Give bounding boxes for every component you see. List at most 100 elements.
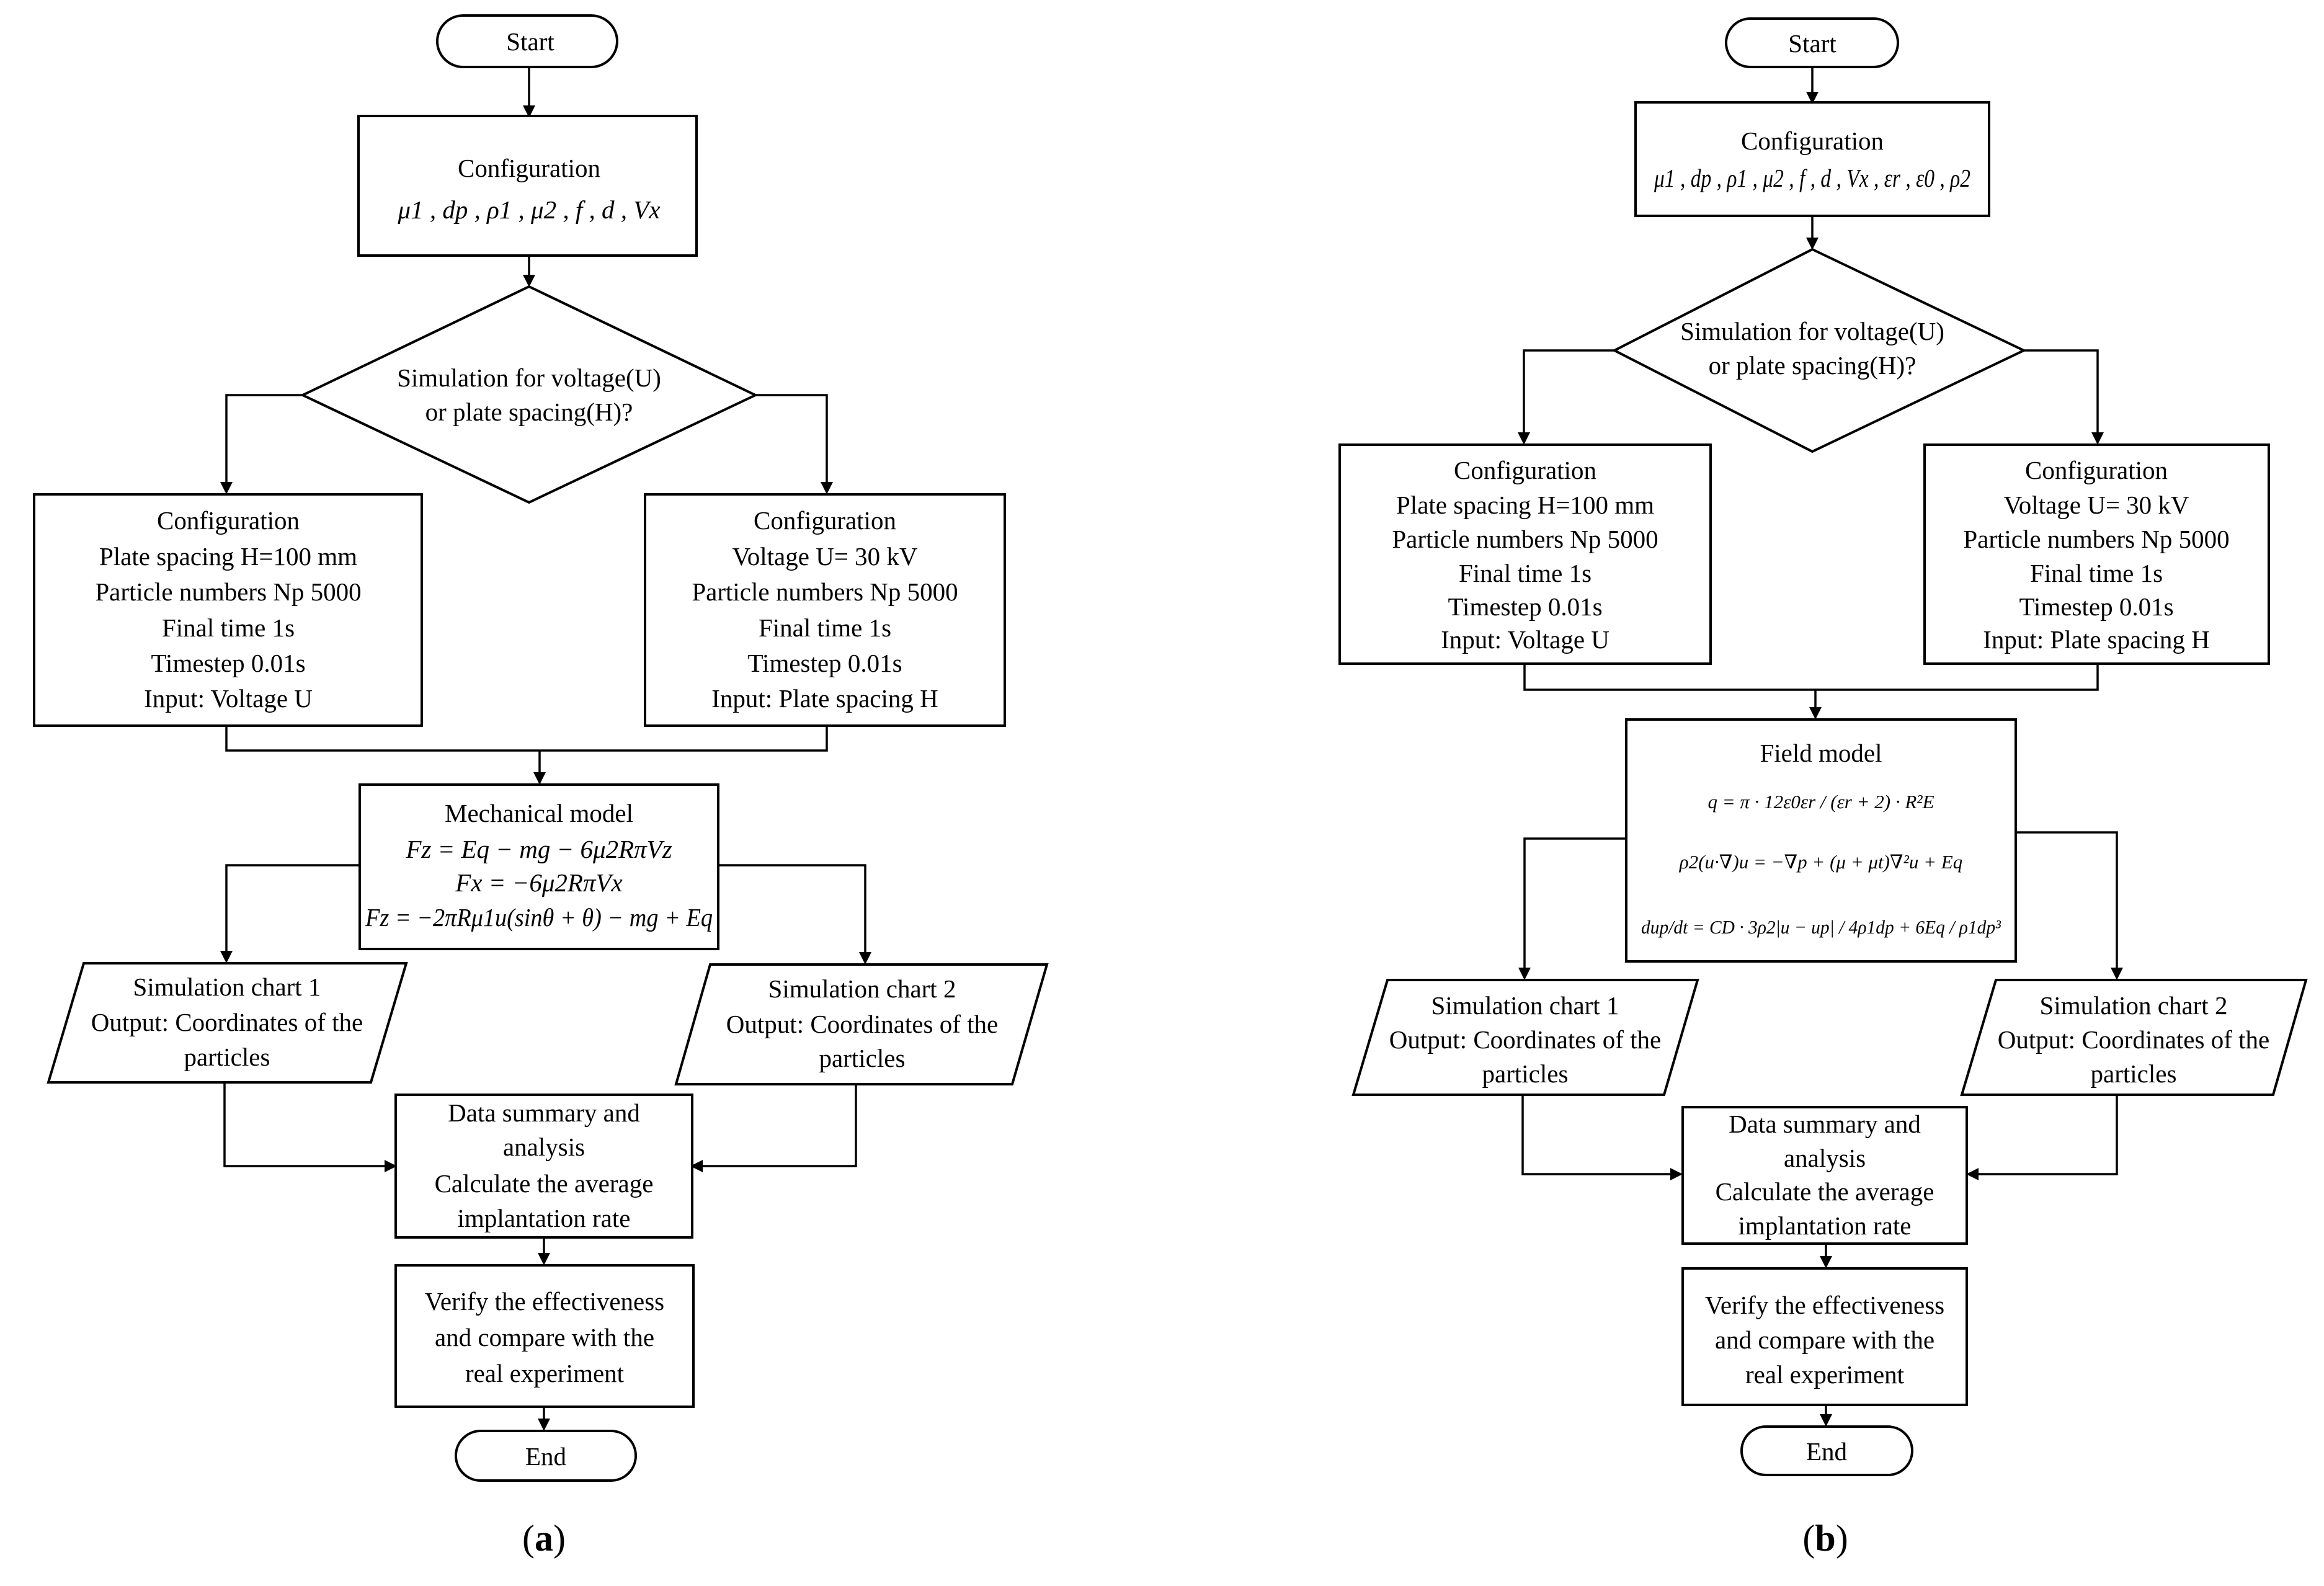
arrowhead — [385, 1160, 397, 1172]
arrowheads-b — [1518, 92, 2123, 1427]
config-left-line-2: Plate spacing H=100 mm — [99, 542, 357, 571]
mechanical-model-node-a: Mechanical model Fz = Eq − mg − 6μ2RπVz … — [358, 783, 719, 950]
config-left-line-2: Plate spacing H=100 mm — [1396, 491, 1654, 519]
config-left-line-3: Particle numbers Np 5000 — [1392, 525, 1658, 553]
summary-line-4: implantation rate — [1739, 1211, 1912, 1240]
field-model-box — [1625, 718, 2017, 963]
field-model-title: Field model — [1760, 739, 1882, 767]
summary-line-2: analysis — [1784, 1144, 1866, 1172]
sim-chart-2-parallelogram — [1960, 979, 2308, 1096]
config-right-node-b: Configuration Voltage U= 30 kV Particle … — [1923, 443, 2270, 665]
arrowhead — [1820, 1414, 1832, 1427]
config-right-line-5: Timestep 0.01s — [2019, 592, 2173, 621]
verify-node-a: Verify the effectiveness and compare wit… — [394, 1264, 695, 1408]
edge-decision-left — [225, 394, 303, 491]
config-box — [357, 115, 698, 257]
edge-decision-right — [755, 394, 828, 491]
end-label: End — [1806, 1437, 1847, 1466]
edge-mechanical-sim2 — [718, 864, 866, 961]
edge-merge-a — [225, 726, 828, 752]
edge-sim2-summary — [1969, 1095, 2118, 1175]
verify-node-b: Verify the effectiveness and compare wit… — [1681, 1267, 1968, 1406]
config-title: Configuration — [1741, 127, 1884, 155]
sim-chart-1-parallelogram — [1351, 979, 1699, 1096]
sim-chart-2-title: Simulation chart 2 — [768, 974, 956, 1003]
edge-field-sim1 — [1523, 837, 1626, 977]
config-right-line-3: Particle numbers Np 5000 — [1963, 525, 2229, 553]
equation-fz-full: Fz = −2πRμ1u(sinθ + θ) − mg + Eq — [365, 903, 713, 932]
arrowhead — [1809, 707, 1822, 719]
edge-mechanical-sim1 — [225, 864, 360, 960]
config-right-line-3: Particle numbers Np 5000 — [692, 577, 958, 606]
summary-line-2: analysis — [503, 1133, 585, 1161]
arrowhead — [2091, 432, 2104, 445]
equation-particle-motion: dup/dt = CD · 3ρ2|u − up| / 4ρ1dp + 6Eq … — [1641, 916, 2001, 938]
config-right-line-6: Input: Plate spacing H — [711, 684, 938, 713]
config-parameters: μ1 , dp , ρ1 , μ2 , f , d , Vx — [398, 195, 661, 224]
config-left-line-5: Timestep 0.01s — [151, 649, 305, 677]
sim-chart-1-title: Simulation chart 1 — [1431, 991, 1619, 1020]
config-left-box — [1338, 443, 1712, 665]
sim-chart-2-output: Output: Coordinates of the — [1998, 1025, 2269, 1054]
arrowhead — [2111, 968, 2123, 980]
config-right-line-2: Voltage U= 30 kV — [732, 542, 917, 571]
equation-fx: Fx = −6μ2RπVx — [455, 868, 622, 897]
sim-chart-1-title: Simulation chart 1 — [133, 973, 321, 1001]
summary-line-3: Calculate the average — [435, 1169, 654, 1198]
arrowhead — [690, 1160, 703, 1172]
config-right-line-2: Voltage U= 30 kV — [2003, 491, 2189, 519]
verify-box — [394, 1264, 695, 1408]
sim-chart-1-node-a: Simulation chart 1 Output: Coordinates o… — [47, 962, 408, 1084]
decision-line-2: or plate spacing(H)? — [425, 398, 633, 426]
arrowhead — [1518, 432, 1530, 445]
config-right-box — [644, 493, 1006, 727]
arrowhead — [220, 482, 233, 494]
verify-box — [1681, 1267, 1968, 1406]
sim-chart-1-particles: particles — [184, 1043, 270, 1071]
mechanical-model-title: Mechanical model — [445, 799, 633, 827]
arrowhead — [533, 772, 546, 785]
config-right-line-6: Input: Plate spacing H — [1983, 625, 2210, 654]
summary-line-1: Data summary and — [448, 1098, 640, 1127]
start-label: Start — [1788, 29, 1836, 58]
caption-b: (b) — [1802, 1518, 1848, 1559]
sim-chart-2-output: Output: Coordinates of the — [726, 1010, 998, 1038]
config-right-line-4: Final time 1s — [759, 613, 891, 642]
sim-chart-2-node-b: Simulation chart 2 Output: Coordinates o… — [1960, 979, 2308, 1096]
config-left-line-6: Input: Voltage U — [144, 684, 313, 713]
sim-chart-1-particles: particles — [1482, 1059, 1569, 1088]
arrowhead — [1670, 1168, 1683, 1180]
edge-field-sim2 — [2016, 831, 2118, 977]
arrowhead — [1966, 1168, 1979, 1180]
sim-chart-2-particles: particles — [2091, 1059, 2177, 1088]
decision-line-1: Simulation for voltage(U) — [397, 363, 661, 392]
sim-chart-2-title: Simulation chart 2 — [2040, 991, 2228, 1020]
decision-node-b: Simulation for voltage(U) or plate spaci… — [1611, 247, 2027, 453]
decision-diamond — [300, 285, 759, 504]
config-parameters: μ1 , dp , ρ1 , μ2 , f , d , Vx , εr , ε0… — [1654, 164, 1970, 192]
decision-line-1: Simulation for voltage(U) — [1680, 317, 1944, 345]
end-terminal — [455, 1430, 637, 1482]
arrowhead — [220, 951, 233, 963]
edge-sim1-summary — [1521, 1095, 1680, 1175]
verify-line-3: real experiment — [465, 1359, 625, 1388]
equation-charge: q = π · 12ε0εr / (εr + 2) · R²E — [1707, 791, 1934, 813]
end-node-b: End — [1740, 1425, 1913, 1476]
start-node-a: Start — [436, 14, 618, 68]
caption-close-paren: ) — [553, 1518, 566, 1559]
config-right-box — [1923, 443, 2270, 665]
config-left-line-5: Timestep 0.01s — [1448, 592, 1602, 621]
config-left-line-4: Final time 1s — [1459, 559, 1592, 587]
config-left-line-6: Input: Voltage U — [1441, 625, 1609, 654]
end-terminal — [1740, 1425, 1913, 1476]
config-right-line-5: Timestep 0.01s — [747, 649, 902, 677]
arrowheads-a — [220, 105, 871, 1431]
flowchart-b: Start Configuration μ1 , dp , ρ1 , μ2 , … — [1338, 17, 2308, 1559]
summary-line-1: Data summary and — [1729, 1110, 1921, 1138]
summary-node-a: Data summary and analysis Calculate the … — [394, 1094, 693, 1239]
summary-box — [394, 1094, 693, 1239]
sim-chart-1-output: Output: Coordinates of the — [1389, 1025, 1661, 1054]
config-node-b: Configuration μ1 , dp , ρ1 , μ2 , f , d … — [1634, 101, 1990, 217]
